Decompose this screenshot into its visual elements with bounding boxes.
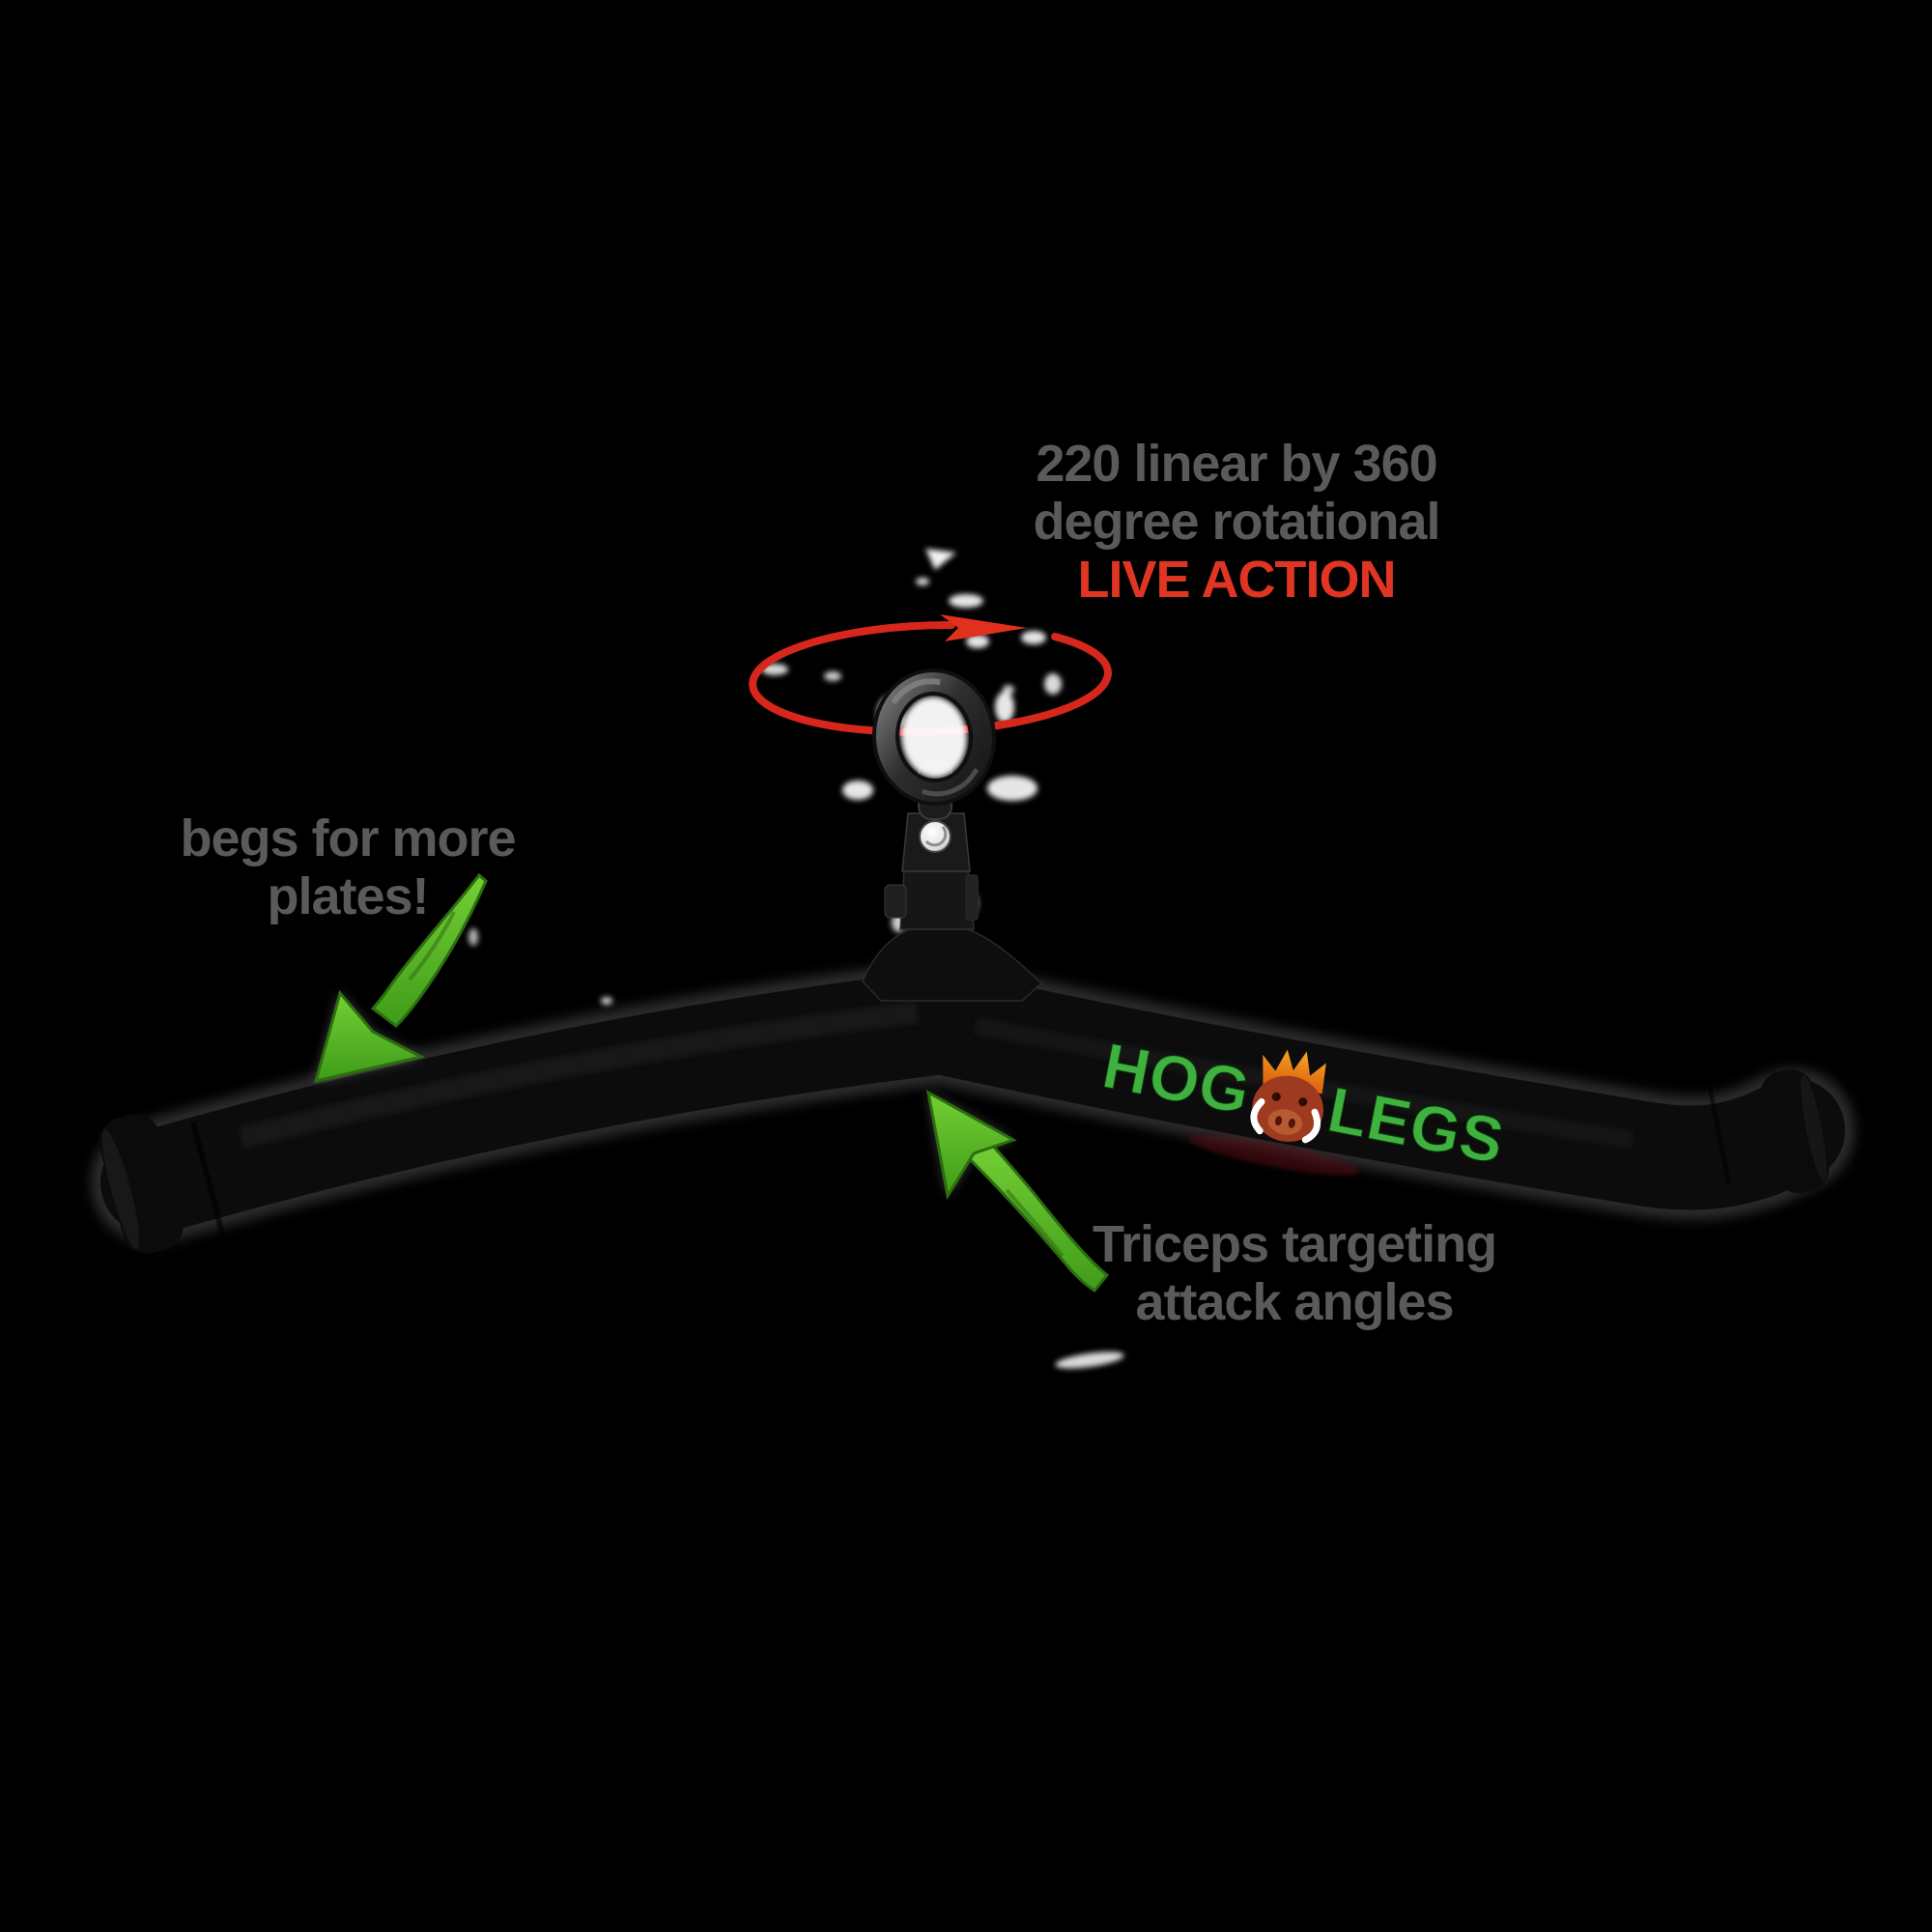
rotation-note: 220 linear by 360 degree rotational LIVE… xyxy=(966,435,1507,609)
plates-arrow-icon xyxy=(313,872,488,1084)
triceps-note-line2: attack angles xyxy=(1135,1273,1454,1331)
plates-note: begs for more plates! xyxy=(77,810,618,925)
boar-face-icon xyxy=(1250,1049,1326,1144)
bar-right-cap xyxy=(1760,1069,1830,1194)
triceps-arrow-icon xyxy=(925,1090,1110,1293)
rotation-note-line1: 220 linear by 360 xyxy=(1036,435,1437,493)
swivel-ring xyxy=(871,668,997,806)
plates-note-line1: begs for more xyxy=(180,810,516,867)
triceps-note: Triceps targeting attack angles xyxy=(1024,1215,1565,1331)
rotation-note-emphasis: LIVE ACTION xyxy=(1077,551,1396,609)
triceps-note-line1: Triceps targeting xyxy=(1092,1215,1497,1273)
bar-left-cap xyxy=(99,1114,184,1254)
logo-tagline-smudge xyxy=(1188,1135,1360,1176)
rotation-arrow-icon xyxy=(749,614,1112,736)
plates-note-line2: plates! xyxy=(267,867,429,925)
rotation-note-line2: degree rotational xyxy=(1033,493,1440,551)
bar xyxy=(91,960,1855,1254)
